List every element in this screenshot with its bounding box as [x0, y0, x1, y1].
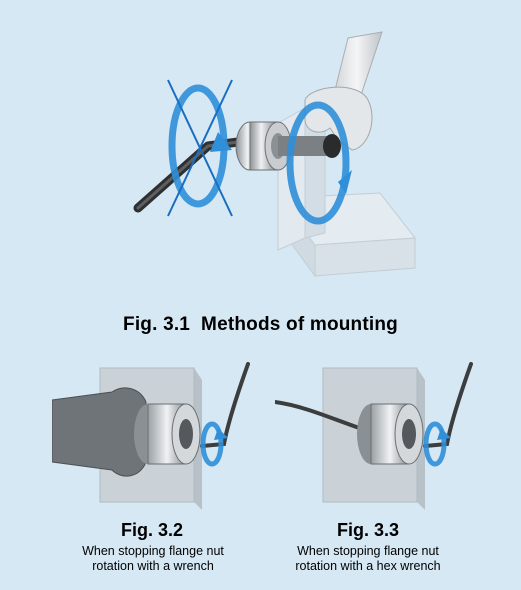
figure-number-3-2: Fig. 3.2 [120, 520, 183, 540]
rotation-arrow [286, 101, 352, 225]
transparent-bracket [277, 107, 416, 278]
mounting-methods-illustration [120, 28, 450, 303]
figure-description-3-2: When stopping flange nut rotation with a… [43, 544, 263, 573]
hex-key-shape [133, 137, 243, 213]
description-line: rotation with a hex wrench [295, 558, 441, 573]
wrench-stop-illustration [52, 362, 250, 512]
hex-key-shape [275, 400, 367, 432]
rotation-arrow [423, 421, 447, 467]
hex-key-shape [200, 362, 250, 448]
crossed-rotation-arrow [167, 79, 233, 217]
bearing-shape [235, 121, 341, 171]
wrench-shape [52, 387, 147, 477]
figure-number-3-3: Fig. 3.3 [336, 520, 399, 540]
rotation-arrow [200, 421, 224, 467]
description-line: When stopping flange nut [82, 544, 224, 558]
figure-caption-main: Fig. 3.1 Methods of mounting [0, 314, 521, 336]
description-line: When stopping flange nut [297, 544, 439, 558]
figure-number: Fig. 3.1 [123, 314, 191, 335]
figure-title: Methods of mounting [201, 314, 398, 335]
hex-wrench-stop-illustration [275, 362, 473, 512]
figure-description-3-3: When stopping flange nut rotation with a… [258, 544, 478, 573]
description-line: rotation with a wrench [92, 558, 214, 573]
